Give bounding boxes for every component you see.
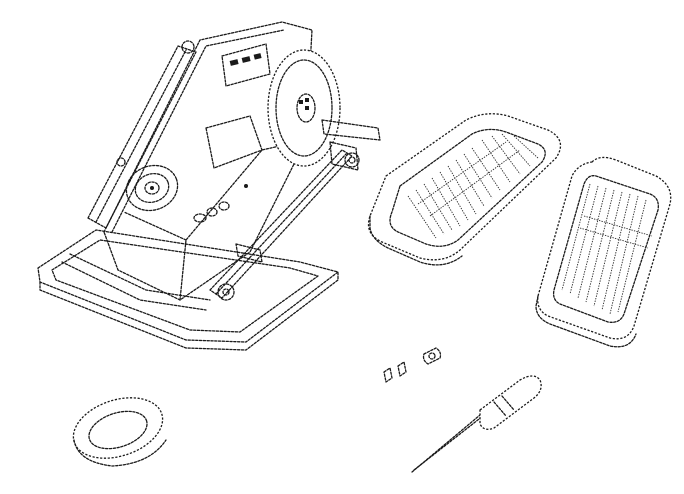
side-buttons [193,184,248,223]
base-rail [61,261,207,311]
screws [383,347,442,383]
left-pedal-tread [407,133,539,239]
base-plate [37,229,339,343]
ring-pad [72,397,167,467]
left-pedal [367,113,562,266]
right-pedal [535,156,672,348]
flywheel [267,49,341,167]
display-panel [221,43,271,87]
pedal-bar [209,149,353,299]
base-plate-inner [51,239,319,333]
main-unit [37,21,381,351]
right-pedal-tread [561,183,653,315]
frame-tube-left [87,45,197,229]
control-knob [125,164,179,212]
housing-window [205,115,263,169]
crank-arm [321,119,381,141]
screwdriver [411,375,542,473]
